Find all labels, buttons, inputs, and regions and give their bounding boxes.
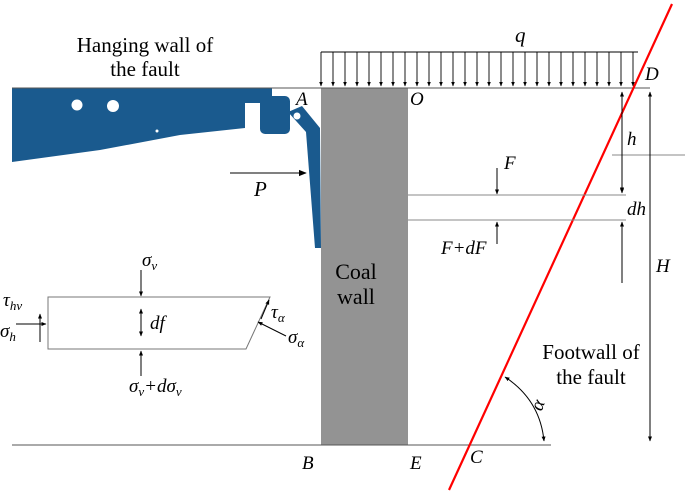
df-label: df [150, 313, 168, 334]
point-D-label: D [644, 64, 659, 85]
fault-line [448, 3, 673, 491]
point-O-label: O [410, 89, 424, 110]
support-shield [288, 106, 321, 248]
dim-h-label: h [627, 129, 637, 150]
support-canopy [12, 88, 278, 162]
dim-dh-label: dh [627, 199, 646, 220]
sigma-v-label: σv [142, 250, 157, 273]
point-A-label: A [294, 89, 308, 110]
coal-wall-block [321, 88, 408, 445]
point-B-label: B [302, 453, 314, 474]
footwall-label-2: the fault [556, 365, 626, 389]
tau-alpha-arrow [260, 299, 270, 320]
footwall-label-1: Footwall of [542, 340, 639, 364]
support-pin [293, 112, 301, 120]
element-trapezoid [47, 296, 271, 350]
sigma-alpha-label: σα [288, 327, 305, 350]
support-hole-1 [71, 99, 83, 111]
sigma-v-d-label: σv+dσv [129, 376, 182, 399]
support-hole-3 [155, 129, 159, 133]
dim-H-label: H [655, 256, 671, 277]
hanging-wall-label-2: the fault [110, 57, 180, 81]
support-hole-2 [107, 100, 119, 112]
support-joint [260, 96, 290, 134]
tau-hv-label: τhv [3, 290, 22, 313]
angle-alpha-arc [504, 376, 546, 442]
angle-alpha-label: α [527, 396, 550, 414]
point-E-label: E [409, 453, 422, 474]
tau-alpha-label: τα [271, 302, 286, 325]
hanging-wall-label-1: Hanging wall of [77, 33, 213, 57]
hydraulic-support-icon [12, 88, 321, 248]
force-P-label: P [253, 177, 267, 201]
load-q-label: q [515, 23, 526, 47]
sigma-h-label: σh [0, 321, 16, 344]
sigma-alpha-arrow [257, 321, 287, 337]
force-F-dF-label: F+dF [440, 238, 487, 259]
coal-wall-label-2: wall [337, 284, 375, 309]
coal-wall-label-1: Coal [335, 259, 377, 284]
distributed-load-arrows-icon [319, 52, 635, 87]
force-F-label: F [503, 153, 516, 174]
point-C-label: C [470, 447, 483, 468]
